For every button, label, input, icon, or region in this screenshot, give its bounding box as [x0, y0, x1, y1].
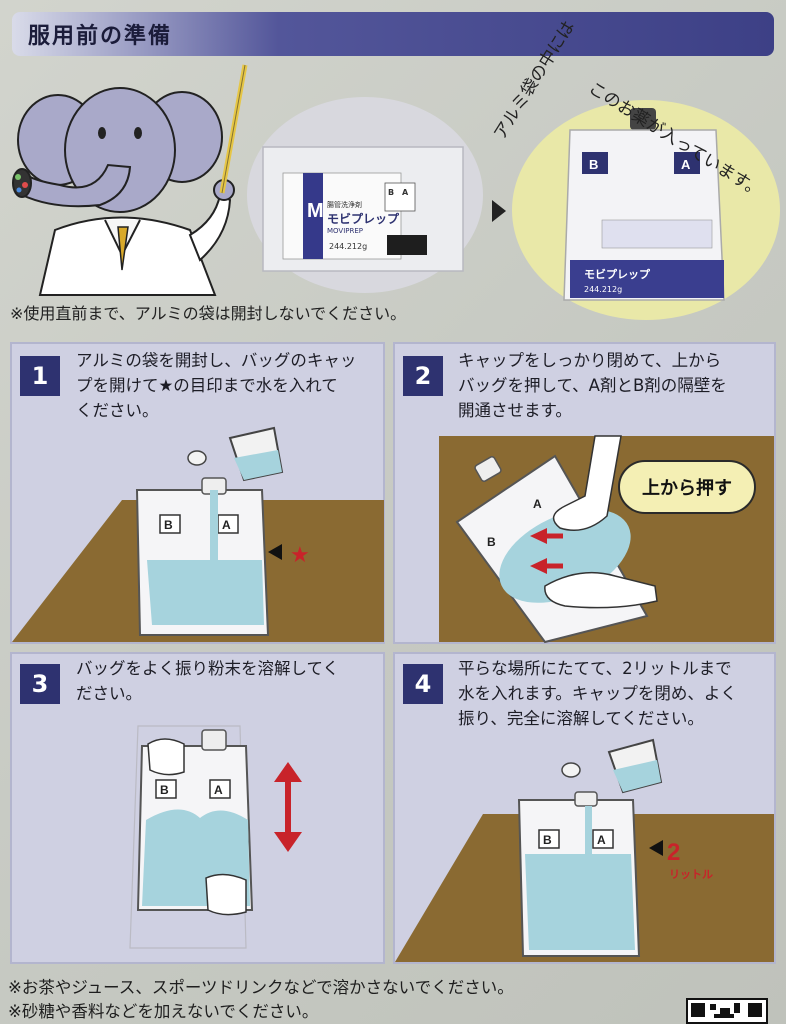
step-1-text: アルミの袋を開封し、バッグのキャッ プを開けて★の目印まで水を入れて ください。 — [76, 348, 356, 423]
inner-bag-label-a: A — [681, 157, 691, 172]
step-2-line-2: バッグを押して、A剤とB剤の隔壁を — [458, 376, 727, 395]
arrow-right-icon — [492, 200, 506, 222]
step-4-line-1: 平らな場所にたてて、2リットルまで — [458, 659, 732, 678]
package-dose: 244.212g — [329, 242, 367, 251]
aluminum-package-image: M 腸管洗浄剤 モビプレップ MOVIPREP 244.212g B A — [247, 97, 483, 293]
step-2-bag-label-a: A — [533, 497, 542, 511]
step-4-mark-unit: リットル — [669, 868, 713, 881]
footer-note-2: ※砂糖や香料などを加えないでください。 — [8, 1002, 319, 1021]
step-1-line-3: ください。 — [76, 401, 159, 420]
step-3-line-2: ださい。 — [76, 684, 142, 703]
step-4-number: 4 — [403, 664, 443, 704]
inner-bag-dose: 244.212g — [584, 285, 622, 294]
qr-code-icon — [686, 998, 768, 1024]
cup-icon — [228, 426, 284, 482]
step-4-mark-number: 2 — [667, 839, 680, 866]
intro-note: ※使用直前まで、アルミの袋は開封しないでください。 — [10, 304, 407, 323]
package-product-name: モビプレップ — [327, 211, 400, 226]
package-logo: M — [307, 200, 324, 222]
step-2-text: キャップをしっかり閉めて、上から バッグを押して、A剤とB剤の隔壁を 開通させま… — [458, 348, 727, 423]
up-down-arrow-icon — [274, 762, 302, 852]
step-3-illustration: B A — [129, 725, 302, 949]
step-3-line-1: バッグをよく振り粉末を溶解してく — [76, 659, 340, 678]
package-brand-small: 腸管洗浄剤 — [327, 200, 362, 209]
step-2-number: 2 — [403, 356, 443, 396]
step-4-line-2: 水を入れます。キャップを閉め、よく — [458, 684, 737, 703]
step-3-number: 3 — [20, 664, 60, 704]
elephant-doctor-icon — [12, 64, 248, 296]
step-1-line-1: アルミの袋を開封し、バッグのキャッ — [76, 351, 357, 370]
cup-icon — [607, 738, 663, 794]
cap-icon — [187, 450, 207, 466]
page-title: 服用前の準備 — [28, 24, 173, 49]
footer-note-1: ※お茶やジュース、スポーツドリンクなどで溶かさないでください。 — [8, 978, 514, 997]
package-label-b: B — [388, 188, 394, 197]
header-bar — [12, 12, 774, 56]
hand-icon — [544, 435, 658, 609]
step-4-line-3: 振り、完全に溶解してください。 — [458, 709, 704, 728]
step-3-bag-label-a: A — [214, 783, 223, 797]
step-4-illustration: B A 2 リットル — [395, 738, 774, 962]
step-1-number: 1 — [20, 356, 60, 396]
step-4-bag-label-b: B — [543, 833, 552, 847]
step-3-text: バッグをよく振り粉末を溶解してく ださい。 — [76, 656, 339, 706]
step-4-bag-label-a: A — [597, 833, 606, 847]
package-product-en: MOVIPREP — [327, 227, 363, 235]
step-1-line-2: プを開けて★の目印まで水を入れて — [76, 376, 338, 395]
push-from-top-bubble: 上から押す — [618, 460, 756, 514]
package-label-a: A — [402, 188, 409, 197]
bag-inside-image: B A モビプレップ 244.212g — [512, 100, 780, 320]
step-1-bag-label-b: B — [164, 518, 173, 532]
inner-bag-label-b: B — [589, 157, 598, 172]
step-1-illustration: B A ★ — [12, 426, 384, 642]
step-1-bag-label-a: A — [222, 518, 231, 532]
step-3-bag-label-b: B — [160, 783, 169, 797]
step-2-bag-label-b: B — [487, 535, 496, 549]
step-2-line-1: キャップをしっかり閉めて、上から — [458, 351, 722, 370]
step-4-text: 平らな場所にたてて、2リットルまで 水を入れます。キャップを閉め、よく 振り、完… — [458, 656, 737, 731]
cap-icon — [561, 762, 581, 778]
inner-bag-product-name: モビプレップ — [584, 267, 651, 281]
step-2-line-3: 開通させます。 — [458, 401, 572, 420]
step-1-star-mark: ★ — [290, 543, 310, 568]
